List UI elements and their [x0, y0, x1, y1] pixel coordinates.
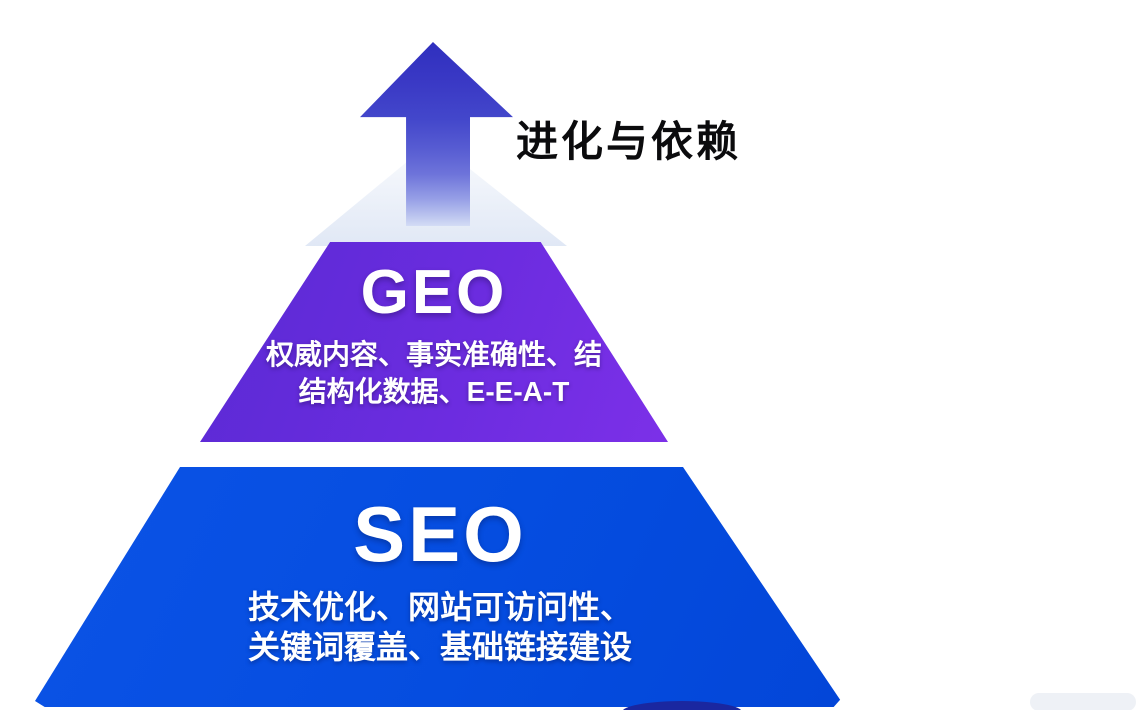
tier-geo-description: 权威内容、事实准确性、结 结构化数据、E-E-A-T	[200, 336, 668, 410]
tier-seo-title: SEO	[353, 490, 527, 578]
tier-seo-description-line2: 关键词覆盖、基础链接建设	[247, 629, 632, 665]
tier-geo-title: GEO	[360, 258, 508, 327]
bottom-right-smudge	[1030, 693, 1136, 710]
tier-geo-description-line2: 结构化数据、E-E-A-T	[298, 376, 570, 407]
arrow-label: 进化与依赖	[516, 118, 742, 165]
tier-seo: SEO 技术优化、网站可访问性、 关键词覆盖、基础链接建设	[35, 467, 841, 707]
tier-geo: GEO 权威内容、事实准确性、结 结构化数据、E-E-A-T	[200, 242, 668, 442]
bottom-cutoff-shape	[622, 701, 742, 710]
tier-geo-description-line1: 权威内容、事实准确性、结	[265, 339, 602, 370]
tier-seo-description: 技术优化、网站可访问性、 关键词覆盖、基础链接建设	[35, 587, 840, 667]
tier-seo-description-line1: 技术优化、网站可访问性、	[247, 589, 632, 625]
